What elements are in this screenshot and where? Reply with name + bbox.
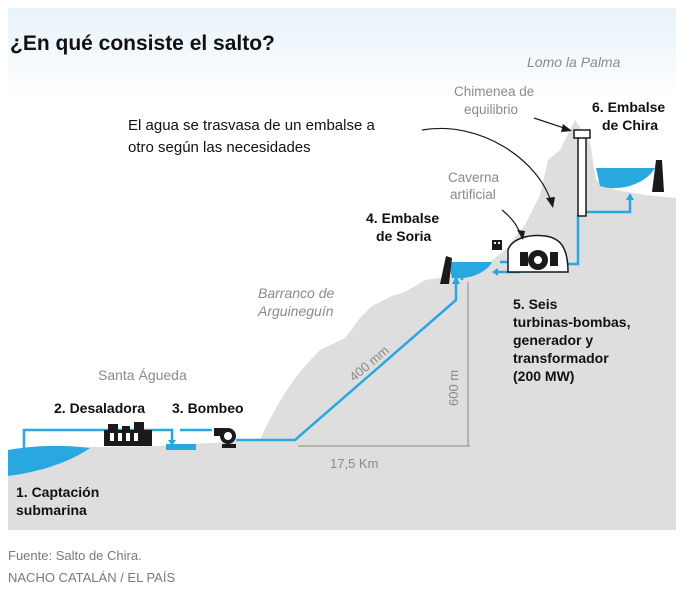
credit-note: NACHO CATALÁN / EL PAÍS <box>8 570 176 585</box>
chira-dam <box>652 160 664 192</box>
captacion-label-1: 1. Captación <box>16 484 99 500</box>
pumping-basin <box>166 444 196 450</box>
terrain <box>8 120 676 530</box>
desalination-plant-icon <box>104 422 152 446</box>
place-santa-agueda: Santa Águeda <box>98 367 187 383</box>
caverna-label-2: artificial <box>450 187 496 202</box>
note-leader-arrow <box>546 197 555 208</box>
surge-chimney-icon <box>573 129 591 217</box>
turbinas-label-2: turbinas-bombas, <box>513 314 630 330</box>
soria-reservoir <box>448 262 492 279</box>
soria-dam <box>440 256 452 284</box>
chira-label-2: de Chira <box>602 117 658 133</box>
place-lomo: Lomo la Palma <box>527 54 621 70</box>
turbinas-label-5: (200 MW) <box>513 368 574 384</box>
note-line-2: otro según las necesidades <box>128 139 311 156</box>
place-barranco-1: Barranco de <box>258 285 334 301</box>
turbinas-label-3: generador y <box>513 332 593 348</box>
pump-icon <box>214 428 236 448</box>
source-note: Fuente: Salto de Chira. <box>8 548 142 563</box>
bombeo-label: 3. Bombeo <box>172 400 244 416</box>
chimenea-label-1: Chimenea de <box>454 84 534 99</box>
height-dimension-label: 600 m <box>446 370 461 406</box>
soria-label-2: de Soria <box>376 228 431 244</box>
soria-label-1: 4. Embalse <box>366 210 439 226</box>
chimenea-label-2: equilibrio <box>464 102 518 117</box>
page-title: ¿En qué consiste el salto? <box>10 32 275 55</box>
turbinas-label-1: 5. Seis <box>513 296 558 312</box>
place-barranco-2: Arguineguín <box>257 303 334 319</box>
chira-label-1: 6. Embalse <box>592 99 665 115</box>
note-leader <box>421 128 553 206</box>
desaladora-label: 2. Desaladora <box>54 400 145 416</box>
note-line-1: El agua se trasvasa de un embalse a <box>128 117 375 134</box>
turbine-cavern-icon <box>492 234 569 273</box>
turbinas-label-4: transformador <box>513 350 609 366</box>
caverna-label-1: Caverna <box>448 170 500 185</box>
caverna-leader-arrow <box>517 230 525 240</box>
chira-reservoir <box>596 168 655 189</box>
captacion-label-2: submarina <box>16 502 87 518</box>
chimenea-leader-arrow <box>561 124 572 132</box>
flow-arrows <box>168 193 634 446</box>
distance-dimension-label: 17,5 Km <box>330 456 378 471</box>
sea <box>8 445 90 476</box>
